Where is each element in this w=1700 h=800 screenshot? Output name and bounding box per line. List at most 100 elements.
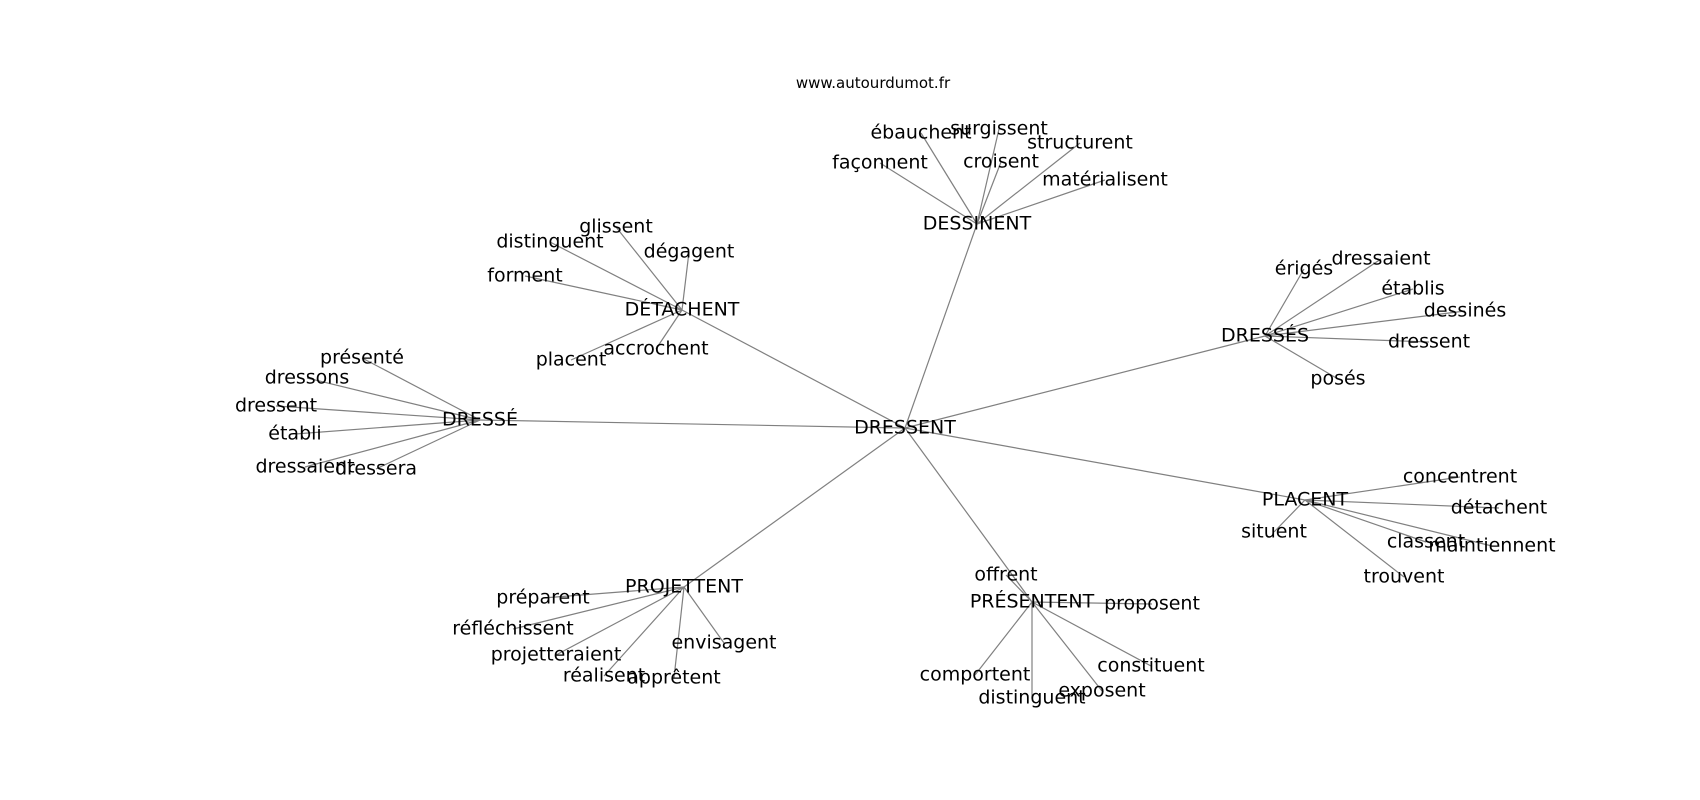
leaf-node-label: constituent [1097,655,1204,677]
leaf-node-label: proposent [1104,593,1200,615]
edge-2-1 [1264,258,1382,337]
edge-center-6 [904,427,1033,603]
leaf-node-label: glissent [579,216,653,238]
leaf-node-label: érigés [1275,258,1333,280]
edge-center-5 [683,427,906,588]
edge-0-2 [976,142,1081,225]
center-node-label: DRESSENT [854,417,956,439]
edge-2-0 [1264,268,1305,337]
leaf-node-label: situent [1241,521,1307,543]
edge-6-3 [974,601,1033,676]
leaf-node-label: projetteraient [491,644,622,666]
edge-4-0 [1304,476,1461,501]
leaf-node-label: forment [487,265,562,287]
edge-6-0 [1005,574,1033,603]
edge-0-1 [976,128,1000,225]
edge-center-2 [904,335,1266,429]
leaf-node-label: dessinés [1424,300,1506,322]
leaf-node-label: trouvent [1364,566,1445,588]
edge-0-5 [976,179,1106,225]
edge-4-1 [1304,499,1500,509]
leaf-node-label: dégagent [644,241,735,263]
edge-2-4 [1264,335,1430,343]
edge-1-2 [681,251,690,311]
leaf-node-label: matérialisent [1042,169,1168,191]
edge-center-0 [904,223,978,429]
edge-3-5 [375,419,481,470]
edge-5-5 [683,586,725,644]
leaf-node-label: détachent [1451,497,1548,519]
leaf-node-label: structurent [1027,132,1133,154]
leaf-node-label: comportent [920,664,1031,686]
hub-node-label: DRESSÉ [442,408,518,431]
edge-2-5 [1264,335,1339,380]
edge-3-4 [304,419,481,468]
edge-4-4 [1304,499,1493,547]
leaf-node-label: exposent [1058,680,1145,702]
edge-2-3 [1264,310,1466,337]
edge-center-1 [681,309,906,429]
hub-node-label: PROJETTENT [625,576,743,598]
hub-node-label: DRESSÉS [1221,324,1309,347]
leaf-node-label: ébauchent [870,122,971,144]
leaf-node-label: placent [536,349,607,371]
leaf-node-label: réfléchissent [452,618,574,640]
leaf-node-label: dressera [335,458,417,480]
leaf-node-label: classent [1387,531,1465,553]
edge-center-3 [479,419,906,429]
edge-center-4 [904,427,1306,501]
leaf-node-label: posés [1310,368,1365,390]
edge-5-4 [673,586,685,679]
edge-1-1 [549,241,683,311]
leaf-node-label: dressaient [255,456,354,478]
leaf-node-label: préparent [496,587,589,609]
edge-5-2 [555,586,685,656]
leaf-node-label: dressons [265,367,350,389]
edge-1-3 [524,275,683,311]
edge-4-2 [1273,499,1306,533]
edge-5-3 [603,586,685,677]
leaf-node-label: dressent [1388,331,1470,353]
edge-6-5 [1031,601,1103,692]
leaf-node-label: façonnent [832,152,928,174]
leaf-node-label: établi [268,423,321,445]
edge-0-3 [879,162,978,225]
edge-1-0 [615,226,683,311]
edge-6-1 [1031,601,1153,605]
leaf-node-label: apprêtent [627,667,720,689]
leaf-node-label: surgissent [950,118,1048,140]
leaf-node-label: présenté [320,347,404,369]
edge-3-1 [306,377,481,421]
leaf-node-label: concentrent [1403,466,1517,488]
graph-edges [275,128,1500,698]
leaf-node-label: établis [1381,278,1444,300]
leaf-node-label: envisagent [671,632,776,654]
leaf-node-label: dressent [235,395,317,417]
edge-3-3 [294,419,481,435]
hub-node-label: PLACENT [1262,489,1349,511]
edge-2-2 [1264,288,1414,337]
edge-5-0 [542,586,685,599]
edge-1-5 [655,309,683,350]
leaf-node-label: offrent [974,564,1037,586]
hub-node-label: DÉTACHENT [625,298,740,321]
edge-6-2 [1031,601,1152,667]
leaf-node-label: réalisent [563,665,645,687]
edge-0-0 [920,132,978,225]
edge-5-1 [512,586,685,630]
edge-3-0 [361,357,481,421]
hub-node-label: DESSINENT [923,213,1032,235]
leaf-node-label: accrochent [603,338,708,360]
edge-4-5 [1304,499,1405,578]
leaf-node-label: dressaient [1331,248,1430,270]
edge-4-3 [1304,499,1427,543]
hub-node-label: PRÉSENTENT [970,590,1095,613]
leaf-node-label: croisent [963,151,1039,173]
leaf-node-label: maintiennent [1428,535,1555,557]
edge-1-4 [570,309,683,361]
source-watermark: www.autourdumot.fr [796,74,951,92]
leaf-node-label: distinguent [978,687,1085,709]
edge-0-4 [976,161,1002,225]
